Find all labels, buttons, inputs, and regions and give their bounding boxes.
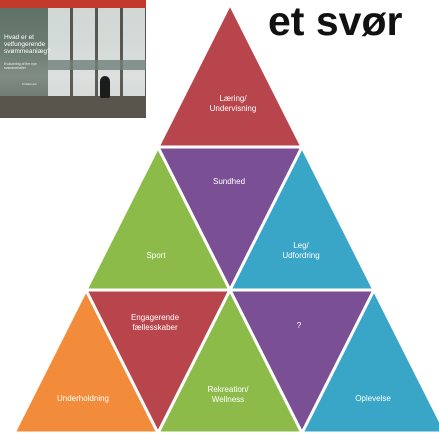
thumbnail-title: Hvad er et velfungerende svømmeanlæg? (4, 34, 51, 55)
label-rekreation: Rekreation/Wellness (208, 385, 250, 404)
thumbnail-red-bar (0, 0, 146, 8)
thumbnail-subtitle: Evaluering af fire nye svømmehaller (4, 62, 37, 70)
label-leg: Leg/Udfordring (282, 241, 319, 260)
pyramid-segment-laering (156, 2, 304, 149)
thumbnail-floor (0, 96, 146, 118)
pyramid-segment-oplevelse (300, 288, 439, 435)
thumbnail-person-silhouette (100, 76, 110, 98)
label-laering: Læring/Undervisning (210, 94, 257, 113)
thumbnail-horizon (48, 60, 146, 70)
thumbnail-window-photo (48, 8, 146, 108)
slide-heading: et svør (268, 0, 403, 44)
presentation-thumbnail[interactable]: Hvad er et velfungerende svømmeanlæg? Ev… (0, 0, 146, 118)
label-oplevelse: Oplevelse (355, 394, 391, 403)
label-sport: Sport (146, 251, 166, 260)
label-question: ? (297, 321, 302, 330)
thumbnail-author: Forfatternavn (22, 83, 37, 86)
label-sundhed: Sundhed (213, 177, 245, 186)
label-underholdning: Underholdning (57, 394, 109, 403)
thumbnail-text-card (0, 8, 48, 96)
